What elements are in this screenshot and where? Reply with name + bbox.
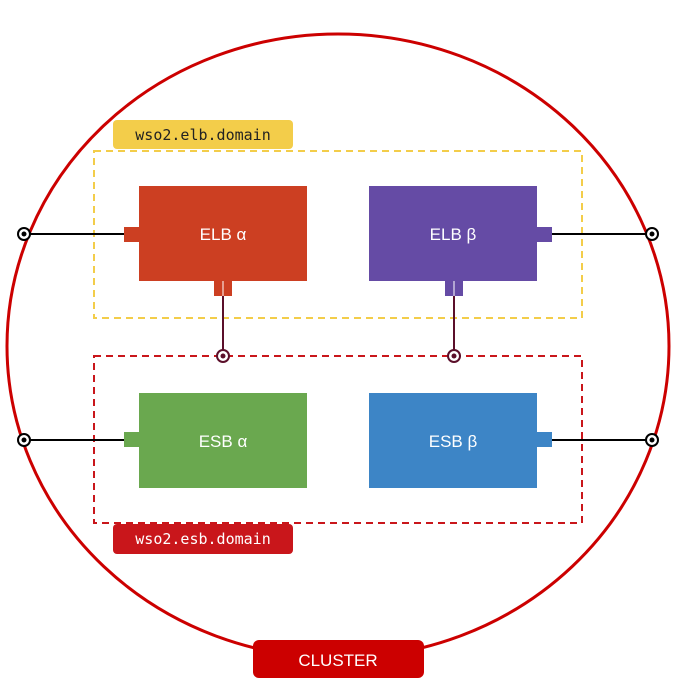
elb-alpha-node: ELB α [124,186,307,296]
esb-domain-label: wso2.esb.domain [135,530,270,548]
cluster-label: CLUSTER [298,651,377,670]
elb-beta-label: ELB β [430,225,477,244]
cluster-boundary [5,32,671,660]
elb-alpha-label: ELB α [200,225,247,244]
cluster-tag: CLUSTER [253,640,424,678]
esb-domain-joint-left [216,349,230,363]
esb-alpha-label: ESB α [199,432,248,451]
endpoint-right-top [645,227,659,241]
esb-beta-node: ESB β [369,393,552,488]
endpoint-left-bottom [17,433,31,447]
elb-domain-label: wso2.elb.domain [135,126,270,144]
elb-domain-tag: wso2.elb.domain [113,120,293,149]
esb-domain-joint-right [447,349,461,363]
esb-domain-tag: wso2.esb.domain [113,524,293,554]
endpoint-right-bottom [645,433,659,447]
esb-alpha-node: ESB α [124,393,307,488]
esb-beta-label: ESB β [429,432,478,451]
endpoint-left-top [17,227,31,241]
elb-beta-node: ELB β [369,186,552,296]
